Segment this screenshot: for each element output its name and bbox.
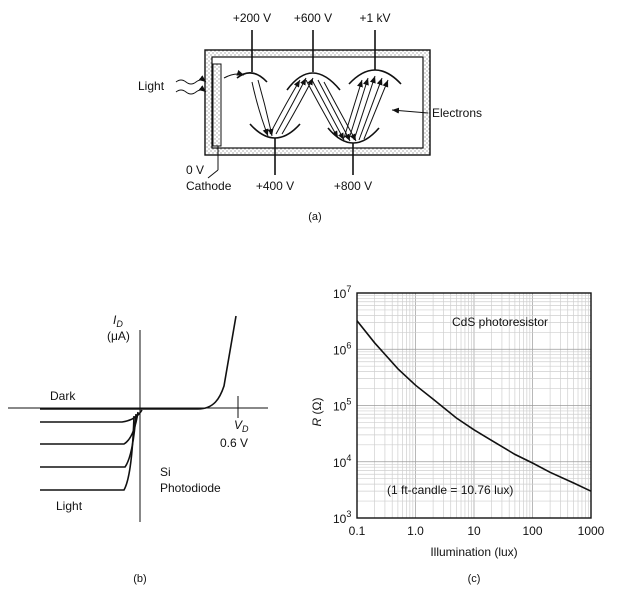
dynode-400v xyxy=(249,123,301,139)
chart-plot-frame xyxy=(356,292,592,519)
cathode-plate xyxy=(212,63,222,147)
light-curve-1 xyxy=(40,409,143,423)
label-device-si: Si xyxy=(160,465,171,479)
chart-x-axis-label: Illumination (lux) xyxy=(430,545,517,559)
tube-envelope-inner xyxy=(211,56,424,149)
b-y-axis-unit: (μA) xyxy=(107,329,130,343)
x-tick-label: 10 xyxy=(467,524,481,538)
caption-a: (a) xyxy=(308,211,321,223)
label-light-b: Light xyxy=(56,499,83,513)
dynode-600v xyxy=(286,72,341,91)
y-tick-label: 107 xyxy=(333,284,351,301)
x-tick-label: 0.1 xyxy=(349,524,366,538)
label-dark: Dark xyxy=(50,389,76,403)
chart-y-axis-label: R (Ω) xyxy=(310,398,324,427)
label-600v: +600 V xyxy=(294,11,332,25)
label-light-a: Light xyxy=(138,79,165,93)
b-x-axis-symbol: VD xyxy=(234,418,249,434)
chart-series-line xyxy=(356,320,592,492)
label-800v: +800 V xyxy=(334,179,372,193)
caption-c: (c) xyxy=(468,573,481,585)
chart-annotation-title: CdS photoresistor xyxy=(452,315,548,329)
label-200v: +200 V xyxy=(233,11,271,25)
light-rays-icon xyxy=(175,75,207,95)
light-curve-4 xyxy=(40,415,135,491)
b-y-axis-symbol: ID xyxy=(113,313,123,329)
y-tick-label: 105 xyxy=(333,397,351,414)
label-1kv: +1 kV xyxy=(359,11,390,25)
chart-x-tick-labels: 0.1 1.0 10 100 1000 xyxy=(349,524,605,538)
y-tick-label: 106 xyxy=(333,340,351,357)
panel-a-photomultiplier: +200 V +600 V +1 kV +400 V +800 V Light … xyxy=(138,11,482,223)
y-tick-label: 103 xyxy=(333,509,351,526)
electron-paths xyxy=(223,69,389,142)
label-cathode: Cathode xyxy=(186,179,232,193)
label-cathode-voltage: 0 V xyxy=(186,163,204,177)
panel-c-chart: 103 104 105 106 107 0.1 1.0 10 100 1000 CdS phot… xyxy=(310,284,605,585)
dark-curve xyxy=(40,315,237,410)
dynode-200v xyxy=(236,72,268,83)
caption-b: (b) xyxy=(133,573,146,585)
label-400v: +400 V xyxy=(256,179,294,193)
panel-b-photodiode: ID (μA) VD 0.6 V Dark Light Si Photodiod… xyxy=(8,313,268,585)
chart-grid xyxy=(356,293,591,519)
light-curve-3 xyxy=(40,413,137,468)
y-tick-label: 104 xyxy=(333,453,351,470)
x-tick-label: 100 xyxy=(522,524,542,538)
chart-y-tick-labels: 103 104 105 106 107 xyxy=(333,284,351,526)
label-electrons: Electrons xyxy=(432,106,482,120)
x-tick-label: 1.0 xyxy=(407,524,424,538)
label-device-photodiode: Photodiode xyxy=(160,481,221,495)
b-x-tick: 0.6 V xyxy=(220,436,248,450)
dynode-1kv xyxy=(348,69,402,85)
light-curve-2 xyxy=(40,411,139,445)
x-tick-label: 1000 xyxy=(578,524,605,538)
chart-annotation-note: (1 ft-candle = 10.76 lux) xyxy=(387,483,513,497)
